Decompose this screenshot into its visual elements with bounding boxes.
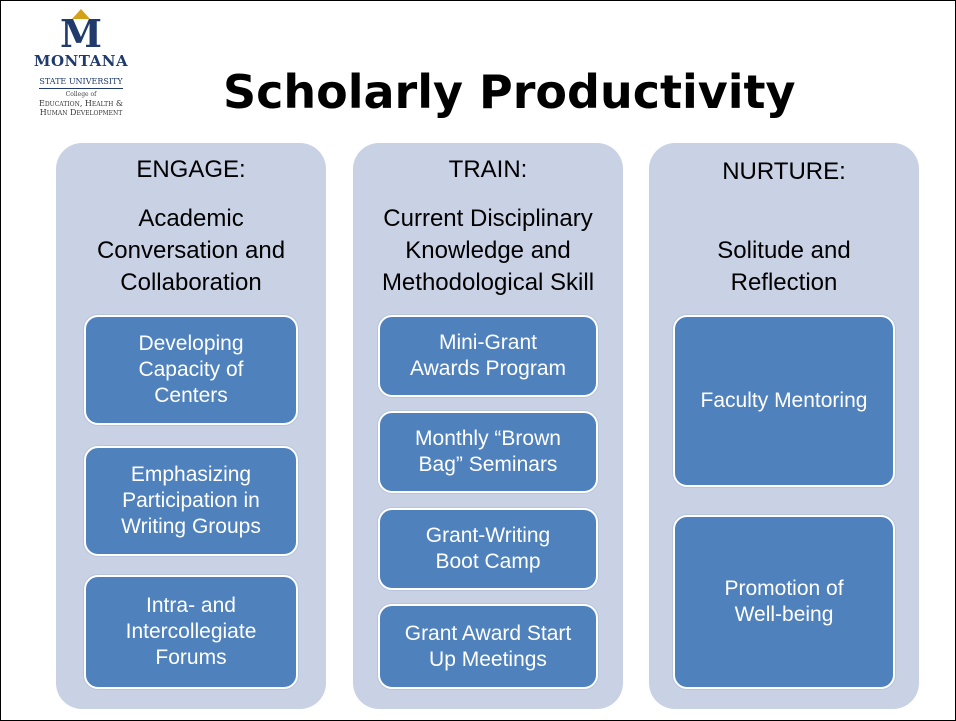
subtitle-line: Solitude and [717,237,851,264]
box-line: Grant Award Start [404,621,572,645]
column-subtitle: Academic Conversation and Collaboration [56,203,326,299]
subtitle-line: Academic [138,205,244,232]
subtitle-line: Conversation and [96,237,286,264]
column-subtitle: Solitude and Reflection [649,235,919,299]
box-line: Monthly “Brown [415,427,561,450]
box-line: Faculty Mentoring [700,389,868,412]
subtitle-line: Current Disciplinary [383,205,593,232]
column-heading: TRAIN: [448,156,528,183]
subtitle-line: Collaboration [120,269,262,296]
box-line: Forums [155,646,227,669]
box-line: Bag” Seminars [418,453,558,476]
box-line: Capacity of [138,358,244,381]
box-line: Centers [154,384,228,407]
university-logo: M MONTANA STATE UNIVERSITY College of Ed… [11,9,151,125]
box-well-being: Promotion of Well-being [673,515,895,689]
mountain-peak-icon [71,9,90,19]
column-nurture: NURTURE: Solitude and Reflection Faculty… [649,143,919,709]
box-line: Grant-Writing [425,524,551,547]
subtitle-line: Methodological Skill [381,269,595,296]
column-heading: NURTURE: [722,158,846,185]
logo-line4b: Human Development [39,108,123,117]
box-line: Boot Camp [435,550,541,573]
box-line: Awards Program [409,357,566,380]
box-faculty-mentoring: Faculty Mentoring [673,315,895,487]
column-engage: ENGAGE: Academic Conversation and Collab… [56,143,326,709]
slide-title: Scholarly Productivity [223,65,796,119]
box-line: Promotion of [724,577,844,600]
logo-line2: STATE UNIVERSITY [39,77,123,89]
box-line: Mini-Grant [438,331,537,354]
logo-line4a: Education, Health & [38,99,123,108]
box-line: Developing [138,332,244,355]
column-heading: ENGAGE: [136,156,246,183]
box-line: Well-being [734,603,834,626]
logo-m-mark: M [60,9,102,53]
box-line: Intra- and [146,594,236,617]
box-line: Intercollegiate [125,620,257,643]
box-line: Writing Groups [121,515,261,538]
logo-letter: M [59,11,103,56]
column-train: TRAIN: Current Disciplinary Knowledge an… [353,143,623,709]
box-line: Participation in [122,489,260,512]
subtitle-line: Reflection [730,269,838,296]
column-subtitle: Current Disciplinary Knowledge and Metho… [353,203,623,299]
subtitle-line: Knowledge and [405,237,571,264]
logo-name: MONTANA [33,52,129,70]
logo-line3: College of [65,91,97,98]
box-line: Up Meetings [429,647,547,671]
box-line: Emphasizing [130,463,252,486]
